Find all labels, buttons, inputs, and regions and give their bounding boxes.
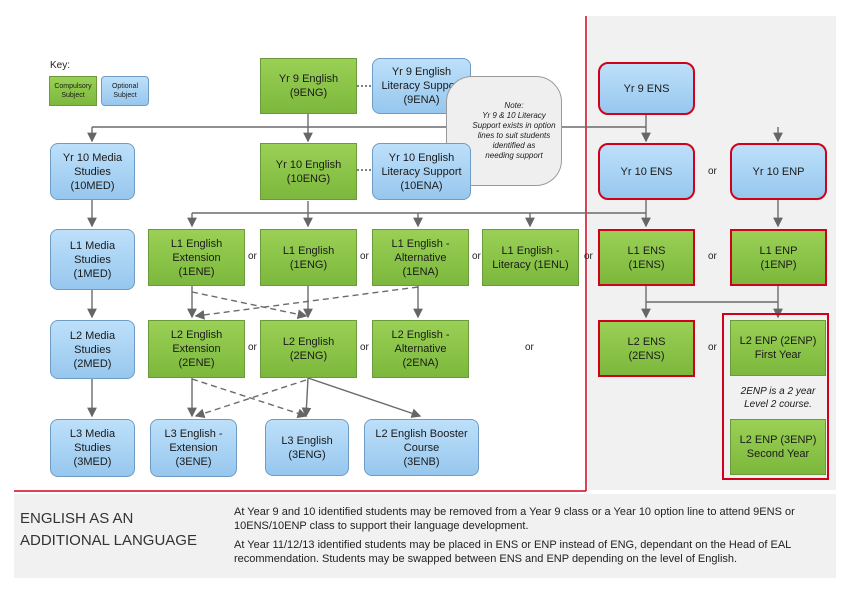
key-compulsory: Compulsory Subject xyxy=(49,76,97,106)
node-1ens: L1 ENS (1ENS) xyxy=(598,229,695,286)
node-9ens: Yr 9 ENS xyxy=(598,62,695,115)
or-label: or xyxy=(248,251,257,262)
node-3eng: L3 English (3ENG) xyxy=(265,419,349,476)
node-2ens: L2 ENS (2ENS) xyxy=(598,320,695,377)
enp-group-border xyxy=(722,313,829,480)
or-label: or xyxy=(472,251,481,262)
or-label: or xyxy=(708,166,717,177)
node-1eng: L1 English (1ENG) xyxy=(260,229,357,286)
node-10med: Yr 10 Media Studies (10MED) xyxy=(50,143,135,200)
footer-paragraph-2: At Year 11/12/13 identified students may… xyxy=(234,539,791,565)
or-label: or xyxy=(584,251,593,262)
node-10eng: Yr 10 English (10ENG) xyxy=(260,143,357,200)
node-1enp: L1 ENP (1ENP) xyxy=(730,229,827,286)
or-label: or xyxy=(248,342,257,353)
node-3enp: L2 ENP (3ENP) Second Year xyxy=(730,419,826,475)
node-10enp: Yr 10 ENP xyxy=(730,143,827,200)
or-label: or xyxy=(360,342,369,353)
node-2ena: L2 English - Alternative (2ENA) xyxy=(372,320,469,378)
node-1med: L1 Media Studies (1MED) xyxy=(50,229,135,290)
or-label: or xyxy=(708,342,717,353)
enp-note: 2ENP is a 2 year Level 2 course. xyxy=(740,386,816,410)
key-optional: Optional Subject xyxy=(101,76,149,106)
or-label: or xyxy=(525,342,534,353)
footer-paragraph-1: At Year 9 and 10 identified students may… xyxy=(234,506,795,532)
footer-title: ENGLISH AS AN ADDITIONAL LANGUAGE xyxy=(20,510,197,549)
node-10ens: Yr 10 ENS xyxy=(598,143,695,200)
node-3enb: L2 English Booster Course (3ENB) xyxy=(364,419,479,476)
node-2enp: L2 ENP (2ENP) First Year xyxy=(730,320,826,376)
node-3med: L3 Media Studies (3MED) xyxy=(50,419,135,477)
node-9eng: Yr 9 English (9ENG) xyxy=(260,58,357,114)
node-1ene: L1 English Extension (1ENE) xyxy=(148,229,245,286)
or-label: or xyxy=(360,251,369,262)
node-1ena: L1 English - Alternative (1ENA) xyxy=(372,229,469,286)
key-title: Key: xyxy=(50,60,71,71)
node-1enl: L1 English - Literacy (1ENL) xyxy=(482,229,579,286)
node-2ene: L2 English Extension (2ENE) xyxy=(148,320,245,378)
footer-panel xyxy=(14,494,836,578)
node-10ena: Yr 10 English Literacy Support (10ENA) xyxy=(372,143,471,200)
node-2eng: L2 English (2ENG) xyxy=(260,320,357,378)
node-3ene: L3 English - Extension (3ENE) xyxy=(150,419,237,477)
node-2med: L2 Media Studies (2MED) xyxy=(50,320,135,379)
or-label: or xyxy=(708,251,717,262)
